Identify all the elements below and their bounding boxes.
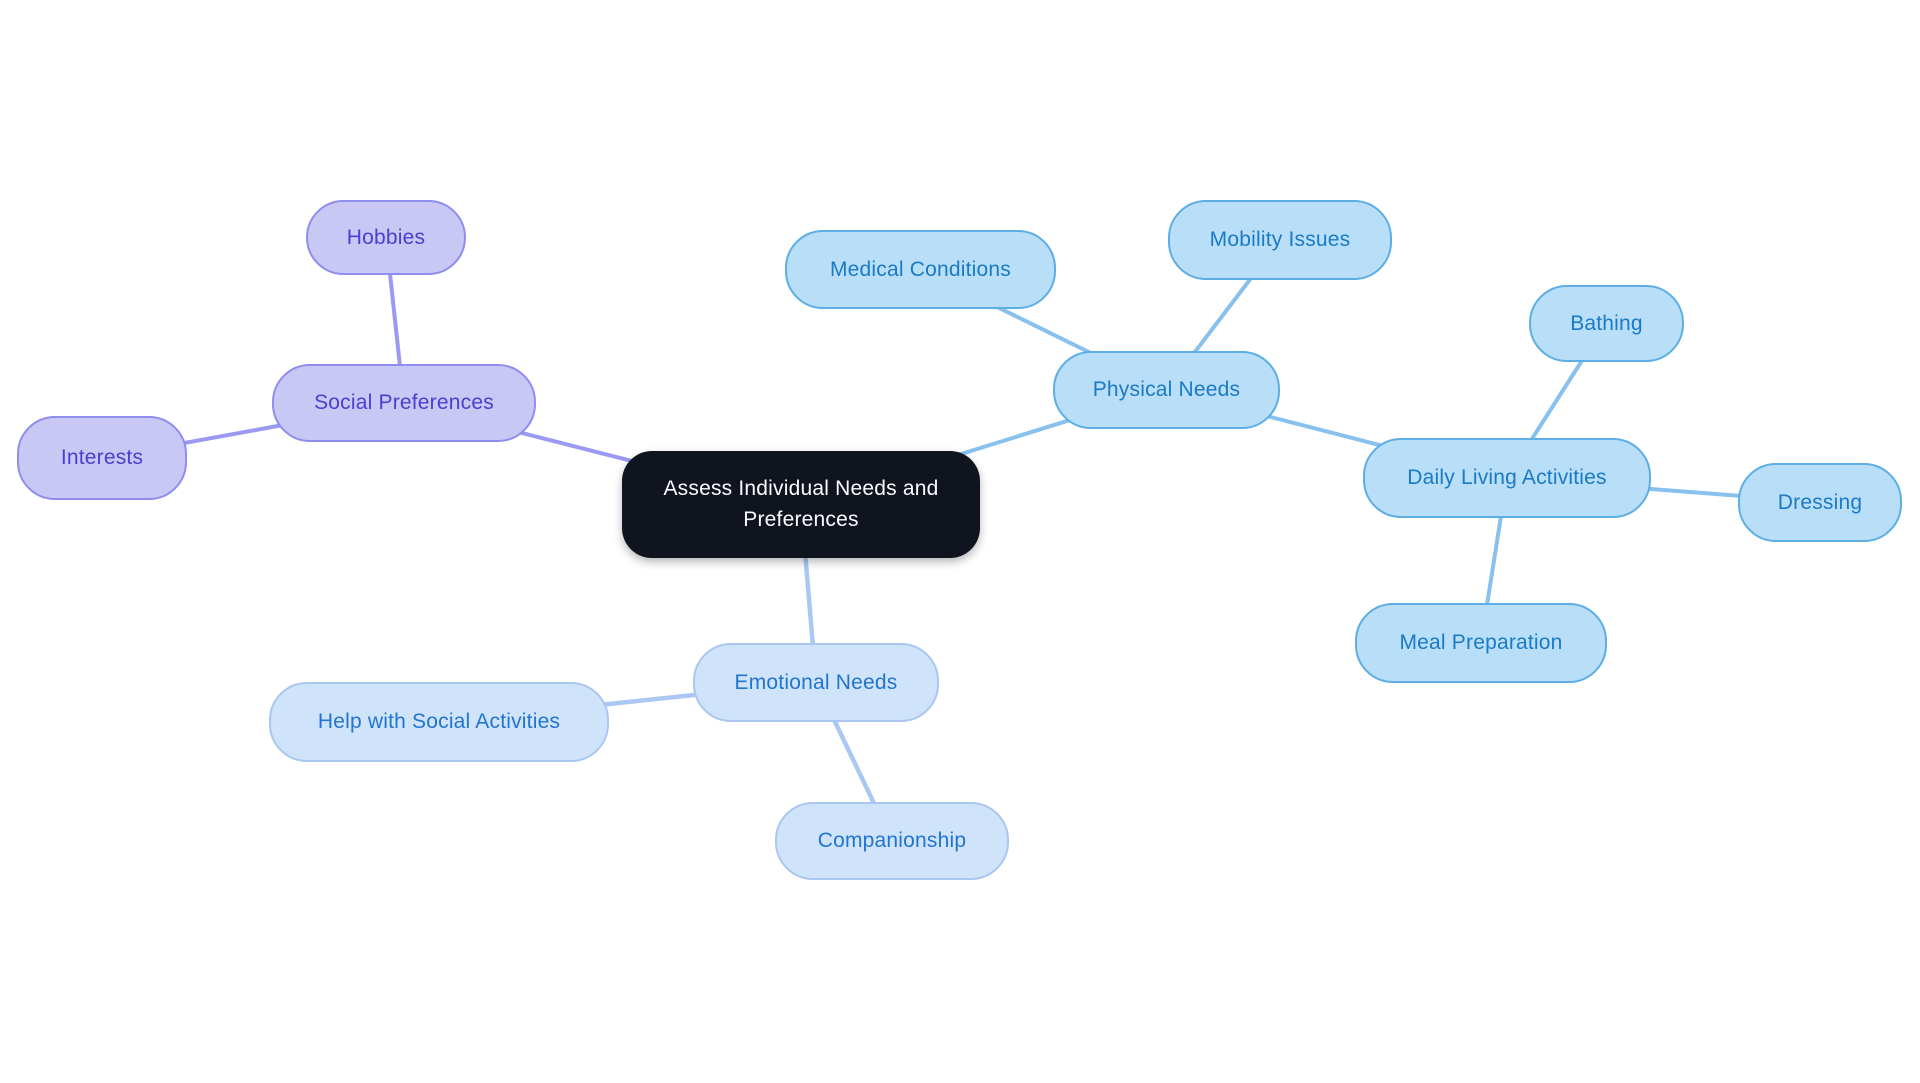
node-mobility-issues[interactable]: Mobility Issues (1168, 200, 1392, 280)
node-social-preferences[interactable]: Social Preferences (272, 364, 536, 442)
node-companionship[interactable]: Companionship (775, 802, 1009, 880)
node-physical-needs[interactable]: Physical Needs (1053, 351, 1280, 429)
node-center-assess-individual-needs[interactable]: Assess Individual Needs and Preferences (622, 451, 980, 558)
node-bathing[interactable]: Bathing (1529, 285, 1684, 362)
node-dressing[interactable]: Dressing (1738, 463, 1902, 542)
node-interests[interactable]: Interests (17, 416, 187, 500)
node-help-with-social-activities[interactable]: Help with Social Activities (269, 682, 609, 762)
node-meal-preparation[interactable]: Meal Preparation (1355, 603, 1607, 683)
node-daily-living-activities[interactable]: Daily Living Activities (1363, 438, 1651, 518)
node-medical-conditions[interactable]: Medical Conditions (785, 230, 1056, 309)
node-emotional-needs[interactable]: Emotional Needs (693, 643, 939, 722)
node-hobbies[interactable]: Hobbies (306, 200, 466, 275)
